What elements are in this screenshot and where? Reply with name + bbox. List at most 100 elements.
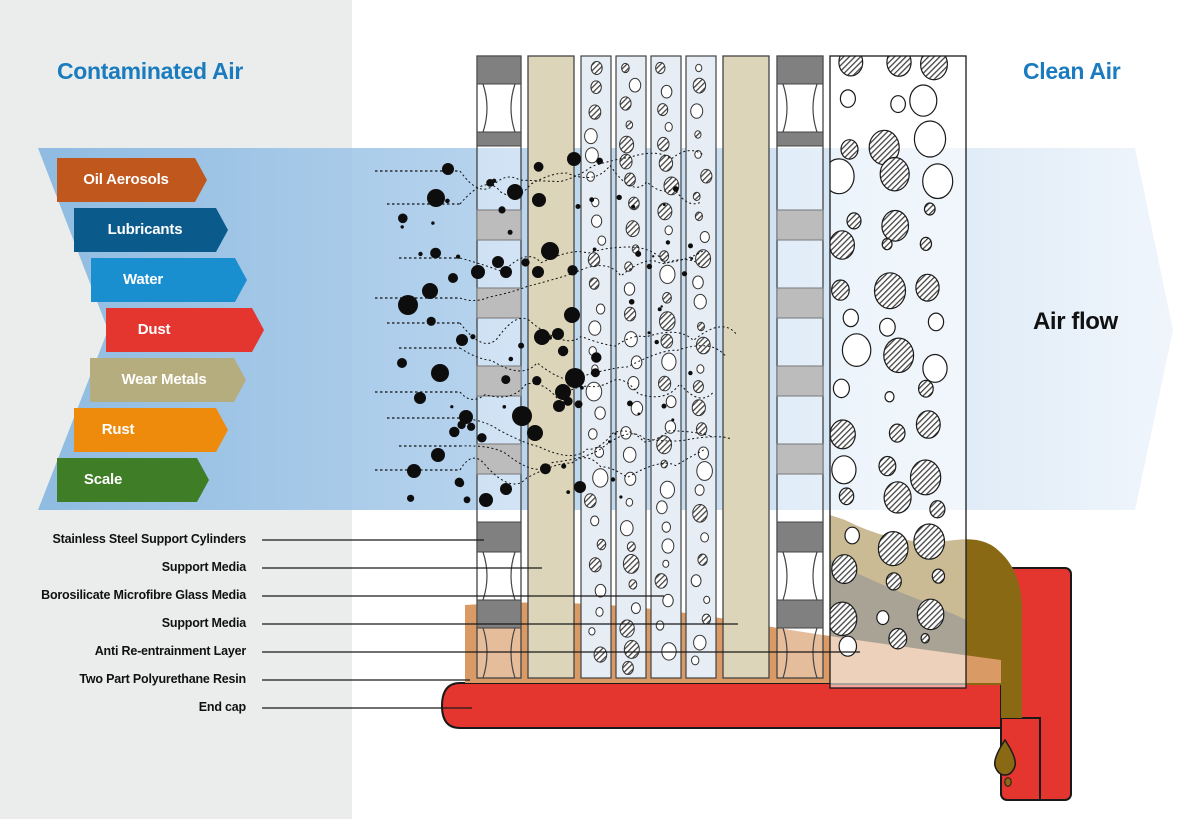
contaminant-particle [502, 405, 507, 409]
contaminant-particle [574, 400, 583, 409]
layer-bubble [840, 139, 859, 160]
media-bubble [655, 620, 665, 631]
media-bubble [624, 471, 637, 486]
media-bubble [662, 593, 674, 608]
contaminant-particle [564, 307, 580, 323]
layer-bubble [876, 610, 890, 626]
contaminant-particle [565, 368, 585, 388]
layer-bubble [927, 312, 945, 332]
media-bubble [656, 435, 672, 455]
media-bubble [697, 446, 710, 460]
layer-bubble [909, 84, 938, 117]
layer-bubble [920, 56, 948, 81]
contaminant-particle [647, 331, 651, 335]
contaminant-particle [628, 299, 635, 305]
contaminant-particle [541, 242, 559, 260]
layer-bubble [839, 89, 857, 108]
layer-bubble [929, 500, 946, 519]
media-bubble [624, 306, 637, 322]
media-bubble [624, 172, 636, 187]
layer-bubble [838, 487, 855, 506]
contaminant-particle [567, 265, 578, 276]
contaminant-particle [671, 418, 675, 422]
layer-bubble [885, 572, 902, 591]
layer-bubble [913, 120, 947, 158]
clean-air-heading: Clean Air [1023, 58, 1121, 84]
media-bubble [625, 497, 634, 507]
label-two-part-polyurethane-resin: Two Part Polyurethane Resin [79, 672, 246, 686]
media-bubble [659, 480, 676, 499]
media-bubble [660, 333, 674, 349]
layer-bubble [879, 317, 896, 337]
layer-bubble [909, 459, 942, 496]
media-bubble [588, 627, 596, 636]
contaminant-particle [657, 307, 662, 312]
media-bubble [622, 554, 640, 574]
contaminant-particle [673, 186, 679, 192]
media-bubble [659, 250, 670, 262]
layer-bubble [915, 410, 941, 439]
layer-bubble [838, 56, 864, 77]
contaminant-label: Scale [83, 471, 123, 488]
contaminant-particle [610, 477, 616, 482]
media-bubble [624, 261, 633, 272]
contaminant-particle [430, 247, 441, 259]
media-bubble [620, 426, 632, 440]
media-bubble [621, 62, 630, 74]
media-bubble [584, 128, 598, 145]
contaminant-particle [427, 189, 445, 207]
media-bubble [597, 235, 607, 246]
layer-bubble [879, 156, 910, 192]
particle-path [459, 433, 732, 470]
media-bubble [585, 381, 603, 402]
layer-bubble [884, 391, 895, 403]
media-bubble [658, 375, 672, 392]
contaminant-label: Water [122, 271, 164, 288]
label-leader-lines [262, 539, 860, 709]
contaminant-particle [540, 463, 551, 475]
contaminant-particle [592, 247, 597, 252]
contaminant-label: Rust [101, 421, 135, 438]
media-bubble [587, 252, 601, 268]
layer-bubble [890, 95, 906, 114]
media-bubble [699, 231, 710, 243]
media-bubble [588, 104, 602, 120]
layer-bubble [881, 209, 910, 242]
media-bubble [700, 168, 713, 184]
layer-bubble [888, 423, 906, 443]
media-bubble [695, 63, 703, 73]
media-bubble [697, 553, 708, 566]
media-bubble [664, 225, 673, 236]
media-bubble [596, 538, 607, 551]
contaminant-particle [627, 400, 633, 407]
layer-bubble [883, 481, 912, 514]
media-bubble [692, 380, 704, 394]
contaminant-particle [532, 193, 546, 207]
contaminant-particle [456, 334, 468, 346]
media-bubble [657, 103, 669, 117]
contaminant-particle [557, 345, 569, 357]
media-bubble [622, 446, 637, 463]
media-bubble [701, 613, 712, 625]
contaminant-particle [637, 412, 641, 416]
contaminant-particle [661, 403, 667, 409]
air-flow-label: Air flow [1033, 308, 1118, 335]
contaminant-wear-metals: Wear Metals [90, 358, 246, 402]
layer-bubble [830, 230, 855, 260]
media-bubble [694, 150, 702, 159]
media-bubble [619, 96, 632, 111]
media-bubble [594, 583, 607, 598]
layer-bubble [915, 273, 940, 302]
media-bubble [625, 120, 634, 130]
media-bubble [660, 459, 669, 469]
layer-bubble [830, 158, 855, 195]
media-bubble [703, 595, 711, 605]
contaminant-scale: Scale [57, 458, 209, 502]
contaminant-particle [398, 295, 418, 315]
label-stainless-steel-support-cylinders: Stainless Steel Support Cylinders [52, 532, 247, 546]
contaminant-particle [470, 334, 476, 340]
layer-bubble [886, 56, 912, 77]
contaminant-particle [477, 433, 487, 443]
contaminant-particle [660, 305, 663, 308]
media-bubble [630, 355, 643, 370]
